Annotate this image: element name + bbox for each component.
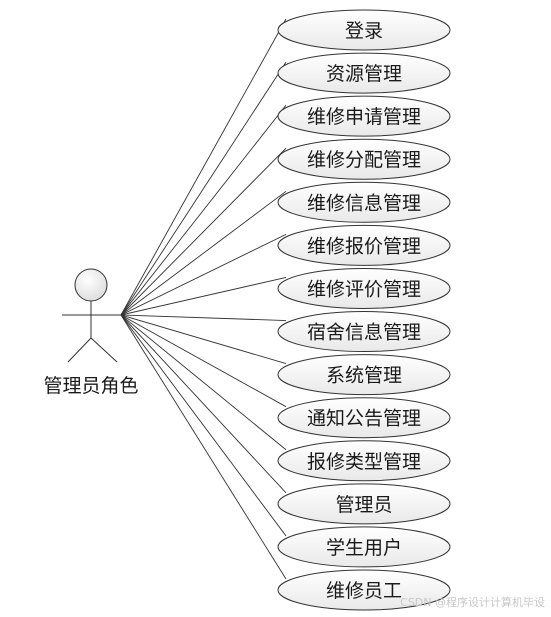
use-case: 宿舍信息管理 (277, 311, 451, 353)
use-case: 维修分配管理 (277, 138, 451, 180)
use-case-ellipse (277, 224, 451, 266)
association-line (120, 314, 287, 321)
use-case-ellipse (277, 267, 451, 309)
use-case: 通知公告管理 (277, 397, 451, 439)
use-case-label: 维修分配管理 (307, 149, 421, 171)
use-case-ellipse (277, 397, 451, 439)
association-line (120, 314, 287, 365)
use-case-label: 维修申请管理 (307, 106, 421, 128)
use-case: 维修评价管理 (277, 267, 451, 309)
use-case-ellipse (277, 483, 451, 525)
use-case-ellipse (277, 569, 451, 611)
association-line (120, 147, 287, 316)
use-case-ellipse (277, 95, 451, 137)
use-case-ellipse (277, 440, 451, 482)
association-line (120, 61, 287, 316)
actor-left-leg (67, 337, 92, 363)
use-case-ellipse (277, 9, 451, 51)
use-case-label: 维修信息管理 (307, 192, 421, 214)
use-case: 学生用户 (277, 526, 451, 568)
association-line (120, 190, 287, 316)
association-lines (120, 18, 287, 580)
use-case-ellipse (277, 52, 451, 94)
use-case-label: 登录 (345, 20, 383, 42)
watermark: CSDN @程序设计计算机毕设 (400, 596, 545, 609)
association-line (120, 277, 287, 316)
association-line (120, 314, 287, 408)
use-case-ellipse (277, 138, 451, 180)
association-line (120, 314, 287, 537)
association-line (120, 314, 287, 451)
actor-label: 管理员角色 (43, 375, 138, 397)
association-line (120, 314, 287, 580)
use-case-label: 维修报价管理 (307, 235, 421, 257)
use-case-label: 系统管理 (326, 365, 402, 387)
use-case-ellipse (277, 181, 451, 223)
use-case: 报修类型管理 (277, 440, 451, 482)
use-case-list: 登录资源管理维修申请管理维修分配管理维修信息管理维修报价管理维修评价管理宿舍信息… (277, 9, 451, 611)
actor-head (74, 268, 108, 302)
association-line (120, 314, 287, 494)
association-line (120, 104, 287, 316)
use-case: 登录 (277, 9, 451, 51)
use-case-ellipse (277, 526, 451, 568)
actor-admin: 管理员角色 (43, 268, 139, 397)
use-case-label: 资源管理 (326, 63, 402, 85)
association-line (120, 18, 287, 316)
use-case-label: 通知公告管理 (307, 408, 421, 430)
use-case-label: 宿舍信息管理 (307, 322, 421, 344)
use-case: 管理员 (277, 483, 451, 525)
use-case: 系统管理 (277, 354, 451, 396)
use-case: 维修报价管理 (277, 224, 451, 266)
use-case: 维修信息管理 (277, 181, 451, 223)
use-case-label: 维修评价管理 (307, 278, 421, 300)
actor-right-leg (90, 337, 118, 363)
use-case: 维修申请管理 (277, 95, 451, 137)
use-case: 资源管理 (277, 52, 451, 94)
use-case-label: 学生用户 (326, 537, 402, 559)
use-case-ellipse (277, 354, 451, 396)
use-case-label: 维修员工 (326, 580, 402, 602)
use-case: 维修员工 (277, 569, 451, 611)
association-line (120, 233, 287, 316)
use-case-label: 管理员 (335, 494, 392, 516)
use-case-ellipse (277, 311, 451, 353)
use-case-label: 报修类型管理 (307, 451, 421, 473)
